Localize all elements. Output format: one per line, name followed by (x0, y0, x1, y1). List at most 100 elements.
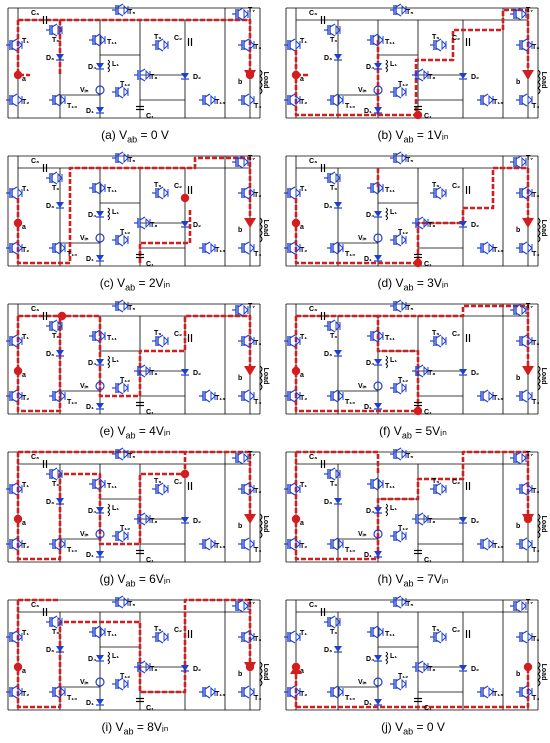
panel-caption: (e) Vab = 4Vᵢₙ (0, 424, 270, 440)
label-d4: D₄ (366, 212, 374, 219)
inductor-l1-icon (385, 355, 388, 369)
caption-value: = 5Vᵢₙ (411, 424, 447, 438)
label-l1: L₁ (390, 653, 397, 660)
switch-t6-icon (46, 171, 63, 185)
switch-t1-icon (6, 38, 23, 52)
label-t4: T₄ (532, 547, 540, 554)
label-d2: D₂ (471, 518, 479, 525)
switch-t10-icon (49, 537, 66, 551)
capacitor-c1-icon (136, 697, 144, 703)
current-path (294, 450, 530, 561)
diode-d3-icon (334, 646, 342, 653)
switch-t2-icon (6, 389, 23, 403)
switch-t9-icon (152, 334, 169, 348)
label-load: Load (262, 72, 269, 89)
capacitor-c2-icon (187, 334, 193, 342)
inductor-l1-icon (107, 207, 110, 221)
label-c1: C₁ (146, 705, 154, 712)
current-path (16, 598, 252, 709)
label-vin: Vᵢₙ (80, 235, 89, 242)
label-l1: L₁ (112, 209, 119, 216)
switch-t13-icon (199, 241, 216, 255)
capacitor-c3-icon (320, 16, 326, 24)
switch-t5-icon (390, 595, 407, 609)
label-t5: T₅ (128, 601, 136, 608)
caption-prefix: (d) V (377, 276, 404, 290)
label-load: Load (262, 220, 269, 237)
switch-t9-icon (152, 186, 169, 200)
node-dot (180, 193, 190, 203)
node-dot (57, 311, 67, 321)
switch-t2-icon (284, 93, 301, 107)
label-load: Load (262, 516, 269, 533)
diode-d2-icon (181, 665, 189, 672)
switch-t11-icon (367, 181, 384, 195)
label-t1: T₁ (300, 630, 307, 637)
current-path (16, 450, 252, 561)
label-load: Load (262, 368, 269, 385)
switch-t11-icon (367, 329, 384, 343)
label-t9: T₉ (432, 626, 439, 633)
conducting-path (16, 314, 252, 413)
diode-d1-icon (96, 255, 104, 262)
switch-t8-icon (134, 216, 151, 230)
label-t12: T₁₂ (398, 229, 408, 236)
label-t4: T₄ (254, 695, 262, 702)
label-t13: T₁₃ (493, 395, 503, 402)
capacitor-c3-icon (42, 608, 48, 616)
switch-t3-icon (516, 482, 533, 496)
caption-prefix: (a) V (101, 128, 128, 142)
switch-t11-icon (367, 477, 384, 491)
conducting-path (294, 304, 530, 413)
label-d1: D₁ (86, 108, 94, 115)
label-c1: C₁ (424, 557, 432, 564)
label-vin: Vᵢₙ (80, 383, 89, 390)
inductor-l1-icon (107, 59, 110, 73)
panel-caption: (i) Vab = 8Vᵢₙ (0, 720, 270, 736)
label-d2: D₂ (193, 74, 201, 81)
switch-t12-icon (390, 233, 407, 247)
switch-t8-icon (134, 68, 151, 82)
switch-t9-icon (430, 186, 447, 200)
label-c1: C₁ (424, 113, 432, 120)
label-t10: T₁₀ (345, 399, 355, 406)
switch-t12-icon (112, 85, 129, 99)
diode-d2-icon (459, 369, 467, 376)
switch-t5-icon (112, 595, 129, 609)
label-t3: T₃ (254, 488, 262, 495)
label-c3: C₃ (309, 10, 317, 17)
conducting-path (16, 18, 252, 77)
switch-t4-icon (516, 241, 533, 255)
label-t10: T₁₀ (67, 399, 77, 406)
caption-value: = 8Vᵢₙ (133, 720, 169, 734)
switch-t10-icon (49, 685, 66, 699)
label-t8: T₈ (150, 74, 158, 81)
node-label-a: a (300, 372, 304, 379)
caption-subscript: ab (125, 578, 136, 589)
capacitor-c3-icon (320, 312, 326, 320)
label-c2: C₂ (452, 183, 460, 190)
switch-t4-icon (238, 685, 255, 699)
label-vin: Vᵢₙ (80, 87, 89, 94)
panel-caption: (c) Vab = 2Vᵢₙ (0, 276, 270, 292)
caption-prefix: (c) V (99, 276, 126, 290)
diode-d4-icon (96, 211, 104, 218)
label-d2: D₂ (471, 74, 479, 81)
switch-t1-icon (284, 38, 301, 52)
current-arrow-icon (244, 514, 256, 524)
switch-t3-icon (238, 630, 255, 644)
switch-t3-icon (238, 186, 255, 200)
current-arrow-icon (522, 514, 534, 524)
label-d1: D₁ (86, 256, 94, 263)
switch-t1-icon (284, 334, 301, 348)
label-vin: Vᵢₙ (358, 383, 367, 390)
label-t8: T₈ (150, 666, 158, 673)
label-vin: Vᵢₙ (80, 679, 89, 686)
label-d3: D₃ (324, 351, 332, 358)
